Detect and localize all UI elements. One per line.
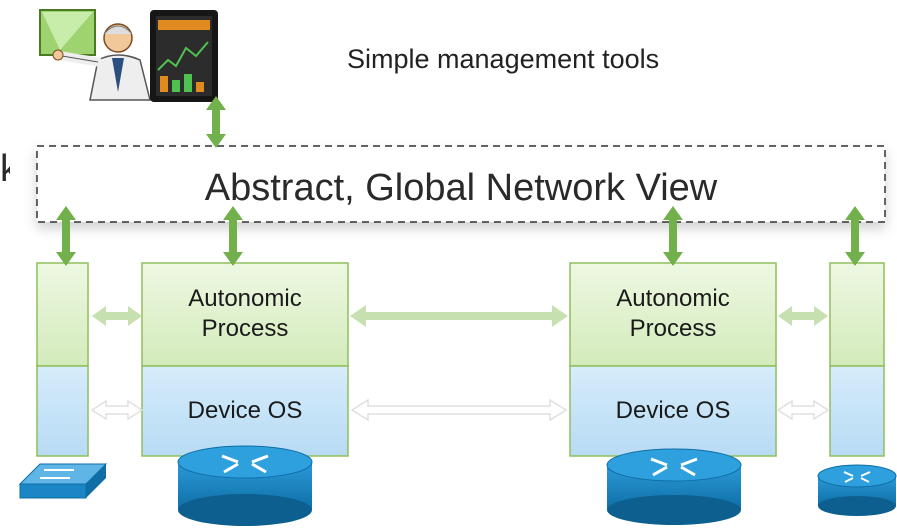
router-icon xyxy=(177,445,313,526)
process-label-device-1: Autonomic Process xyxy=(142,284,348,344)
right-stub-node xyxy=(829,262,885,457)
arrow-os-device-1-device-2 xyxy=(350,398,568,422)
process-label-line-1: Autonomic xyxy=(616,285,730,312)
router-icon xyxy=(606,448,742,525)
arrow-process-device-1-device-2 xyxy=(350,305,568,327)
process-label-line-1: Autonomic xyxy=(188,285,302,312)
process-label-device-2: Autonomic Process xyxy=(570,284,776,344)
arrow-process-device-2-right-stub xyxy=(778,306,828,326)
process-label-line-2: Process xyxy=(629,315,717,342)
process-label-line-2: Process xyxy=(201,315,289,342)
os-label-device-2: Device OS xyxy=(615,397,731,424)
network-view-label: Abstract, Global Network View xyxy=(204,167,718,209)
arrow-process-left-stub-device-1 xyxy=(92,306,142,326)
device-node-2 xyxy=(569,262,777,457)
arrow-device-1-to-view xyxy=(223,206,243,266)
management-tools-caption: Simple management tools xyxy=(347,44,660,74)
network-view-box xyxy=(36,145,886,223)
arrow-right-stub-to-view xyxy=(845,206,865,266)
os-label-device-1: Device OS xyxy=(187,397,303,424)
router-icon xyxy=(817,464,897,516)
arrow-device-2-to-view xyxy=(663,206,683,266)
arrow-os-left-stub-device-1 xyxy=(90,399,144,421)
arrow-os-device-2-right-stub xyxy=(776,399,830,421)
arrow-left-stub-to-view xyxy=(56,206,76,266)
arrow-tools-to-view xyxy=(206,96,226,148)
clipped-edge-text: k xyxy=(0,148,10,190)
left-stub-node xyxy=(36,262,89,457)
manager-with-tablet-illustration xyxy=(39,9,218,102)
switch-icon xyxy=(18,463,108,499)
device-node-1 xyxy=(141,262,349,457)
